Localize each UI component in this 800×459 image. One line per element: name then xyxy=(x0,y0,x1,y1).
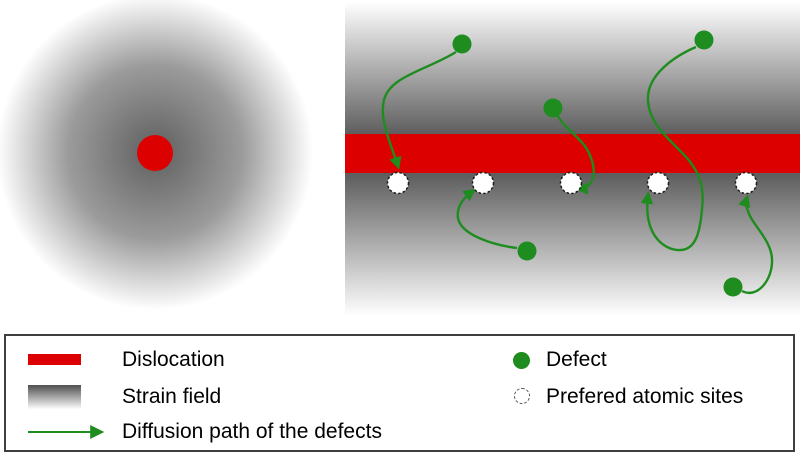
preferred-site-4 xyxy=(646,171,670,195)
dislocation-core-dot xyxy=(137,135,173,171)
preferred-site-2 xyxy=(471,171,495,195)
preferred-site-1 xyxy=(386,171,410,195)
legend-label-dislocation: Dislocation xyxy=(122,348,225,371)
diffusion-path-3-arrow xyxy=(555,114,595,195)
preferred-atomic-sites xyxy=(386,171,758,195)
defect-dots xyxy=(452,30,743,297)
dislocation-bar xyxy=(345,134,800,173)
defect-dot-2 xyxy=(543,98,563,118)
diffusion-arrow-swatch xyxy=(28,425,105,439)
legend-label-strain-field: Strain field xyxy=(122,385,222,408)
defect-dot-3 xyxy=(694,30,714,50)
diffusion-paths xyxy=(381,45,774,294)
dislocation-swatch xyxy=(28,354,81,365)
preferred-sites-swatch xyxy=(514,388,530,404)
defect-dot-5 xyxy=(723,277,743,297)
legend-label-defect: Defect xyxy=(546,348,607,371)
defect-dot-4 xyxy=(517,241,537,261)
preferred-site-3 xyxy=(559,171,583,195)
diffusion-path-5-arrow xyxy=(738,194,774,294)
diffusion-path-2-arrow xyxy=(456,188,518,250)
diffusion-path-1-arrow xyxy=(381,50,457,170)
legend-label-preferred-sites: Prefered atomic sites xyxy=(546,385,744,408)
radial-strain-field xyxy=(0,0,330,316)
legend-label-diffusion-path: Diffusion path of the defects xyxy=(122,420,382,443)
diffusion-path-4-arrow xyxy=(640,45,704,252)
preferred-site-5 xyxy=(734,171,758,195)
defect-dot-1 xyxy=(452,34,472,54)
defect-swatch xyxy=(513,352,530,369)
dislocation-line-panel xyxy=(345,2,800,316)
strain-field-swatch xyxy=(28,385,81,409)
legend: Dislocation Strain field Diffusion path … xyxy=(4,334,795,452)
